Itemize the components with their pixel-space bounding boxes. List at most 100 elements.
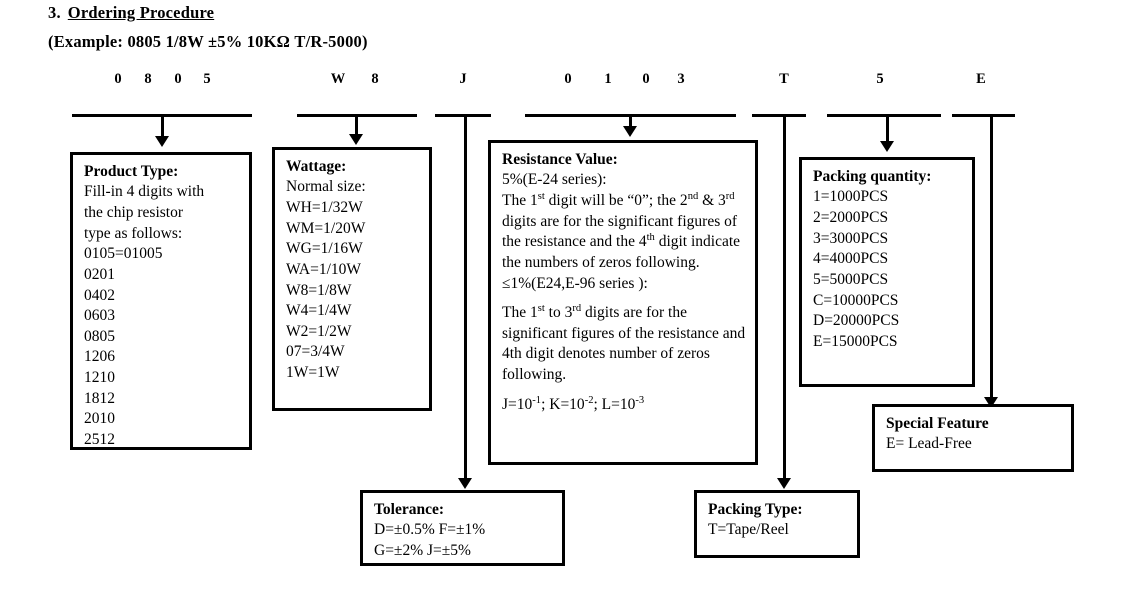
- res-1pct-t1: The 1: [502, 304, 538, 322]
- arrowhead-packing-quantity: [880, 141, 894, 152]
- res-1pct-t3: digits are for the significant figures o…: [502, 304, 746, 383]
- res-5pct-t3: & 3: [698, 192, 726, 210]
- box-wattage-line-3: WM=1/20W: [286, 219, 366, 237]
- box-packing-quantity-line-3: 3=3000PCS: [813, 229, 889, 247]
- code-char-3: 0: [174, 71, 182, 87]
- box-product-type-line-2: the chip resistor: [84, 204, 184, 222]
- connector-line-packing-quantity: [886, 114, 889, 143]
- code-char-7: J: [459, 71, 467, 87]
- box-tolerance-line-1: D=±0.5% F=±1%: [374, 521, 486, 539]
- connector-bar-special-feature: [952, 114, 1015, 117]
- box-wattage-line-7: W4=1/4W: [286, 302, 352, 320]
- box-tolerance-line-2: G=±2% J=±5%: [374, 542, 471, 560]
- box-wattage-line-6: W8=1/8W: [286, 281, 352, 299]
- box-resistance-title: Resistance Value:: [502, 151, 618, 168]
- box-packing-quantity-line-6: C=10000PCS: [813, 291, 899, 309]
- connector-bar-tolerance: [435, 114, 491, 117]
- arrowhead-wattage: [349, 134, 363, 145]
- arrowhead-resistance: [623, 126, 637, 137]
- example-line: (Example: 0805 1/8W ±5% 10KΩ T/R-5000): [48, 32, 368, 51]
- box-product-type-title: Product Type:: [84, 163, 179, 180]
- box-special-feature: Special Feature E= Lead-Free: [872, 404, 1074, 472]
- res-1pct-s1: st: [537, 302, 545, 314]
- mult-t3: ; L=10: [593, 395, 636, 413]
- code-char-8: 0: [564, 71, 572, 87]
- connector-line-wattage: [355, 114, 358, 136]
- box-packing-type-line-1: T=Tape/Reel: [708, 521, 789, 539]
- box-packing-type-title: Packing Type:: [708, 501, 803, 518]
- code-char-9: 1: [604, 71, 612, 87]
- res-5pct-s3: rd: [725, 190, 735, 202]
- box-packing-quantity-line-8: E=15000PCS: [813, 332, 898, 350]
- box-special-feature-title: Special Feature: [886, 415, 989, 432]
- mult-s1: -1: [532, 394, 542, 406]
- code-char-10: 0: [642, 71, 650, 87]
- box-product-type-line-4: 0105=01005: [84, 245, 163, 263]
- box-resistance-series-5pct: 5%(E-24 series):: [502, 171, 607, 189]
- box-tolerance: Tolerance: D=±0.5% F=±1% G=±2% J=±5%: [360, 490, 565, 566]
- connector-line-tolerance: [464, 114, 467, 480]
- box-wattage: Wattage: Normal size: WH=1/32W WM=1/20W …: [272, 147, 432, 411]
- box-wattage-line-4: WG=1/16W: [286, 240, 363, 258]
- code-char-12: T: [779, 71, 789, 87]
- res-5pct-t4: digits are for the significant figures o…: [502, 212, 738, 251]
- box-product-type-line-11: 1812: [84, 389, 115, 407]
- box-product-type-line-9: 1206: [84, 348, 115, 366]
- box-product-type-line-6: 0402: [84, 286, 115, 304]
- res-5pct-s2: nd: [687, 190, 699, 202]
- box-tolerance-title: Tolerance:: [374, 501, 445, 518]
- box-wattage-line-1: Normal size:: [286, 178, 366, 196]
- section-number: 3.: [48, 3, 61, 22]
- box-product-type-line-10: 1210: [84, 368, 115, 386]
- code-char-6: 8: [371, 71, 379, 87]
- code-char-13: 5: [876, 71, 884, 87]
- res-5pct-t2: digit will be “0”; the 2: [544, 192, 688, 210]
- box-packing-quantity-line-4: 4=4000PCS: [813, 250, 889, 268]
- code-char-1: 0: [114, 71, 122, 87]
- connector-line-product-type: [161, 114, 164, 138]
- res-1pct-t2: to 3: [544, 304, 573, 322]
- connector-bar-packing-quantity: [827, 114, 941, 117]
- code-char-14: E: [976, 71, 986, 87]
- box-resistance-value: Resistance Value: 5%(E-24 series): The 1…: [488, 140, 758, 465]
- box-wattage-line-8: W2=1/2W: [286, 322, 352, 340]
- box-product-type-line-3: type as follows:: [84, 224, 183, 242]
- connector-line-packing-type: [783, 114, 786, 480]
- res-5pct-s1: st: [537, 190, 545, 202]
- box-product-type-line-13: 2512: [84, 430, 115, 448]
- res-1pct-s2: rd: [572, 302, 582, 314]
- arrowhead-product-type: [155, 136, 169, 147]
- box-wattage-title: Wattage:: [286, 158, 347, 175]
- box-resistance-para-5pct: The 1st digit will be “0”; the 2nd & 3rd…: [502, 191, 746, 273]
- connector-line-resistance: [629, 114, 632, 128]
- box-packing-quantity-line-5: 5=5000PCS: [813, 270, 889, 288]
- code-char-2: 8: [144, 71, 152, 87]
- box-product-type-line-5: 0201: [84, 265, 115, 283]
- mult-s3: -3: [635, 394, 645, 406]
- connector-line-special-feature: [990, 114, 993, 399]
- box-packing-type: Packing Type: T=Tape/Reel: [694, 490, 860, 558]
- box-product-type-line-1: Fill-in 4 digits with: [84, 183, 205, 201]
- code-char-5: W: [330, 71, 346, 87]
- arrowhead-special-feature: [984, 397, 998, 408]
- code-char-11: 3: [677, 71, 685, 87]
- box-packing-quantity: Packing quantity: 1=1000PCS 2=2000PCS 3=…: [799, 157, 975, 387]
- box-wattage-line-10: 1W=1W: [286, 363, 340, 381]
- box-resistance-multipliers: J=10-1; K=10-2; L=10-3: [502, 395, 746, 416]
- connector-bar-packing-type: [752, 114, 806, 117]
- box-packing-quantity-line-1: 1=1000PCS: [813, 188, 889, 206]
- mult-t2: ; K=10: [541, 395, 585, 413]
- box-packing-quantity-line-2: 2=2000PCS: [813, 209, 889, 227]
- res-5pct-s4: th: [646, 232, 655, 244]
- mult-s2: -2: [584, 394, 594, 406]
- section-heading: 3.Ordering Procedure: [48, 3, 214, 23]
- box-special-feature-line-1: E= Lead-Free: [886, 435, 972, 453]
- box-wattage-line-5: WA=1/10W: [286, 260, 362, 278]
- spacer-resistance-2: [502, 386, 746, 395]
- box-wattage-line-2: WH=1/32W: [286, 199, 363, 217]
- box-packing-quantity-line-7: D=20000PCS: [813, 312, 900, 330]
- box-wattage-line-9: 07=3/4W: [286, 343, 345, 361]
- res-5pct-t5: digit indicate the numbers of zeros foll…: [502, 233, 741, 271]
- box-product-type-line-7: 0603: [84, 307, 115, 325]
